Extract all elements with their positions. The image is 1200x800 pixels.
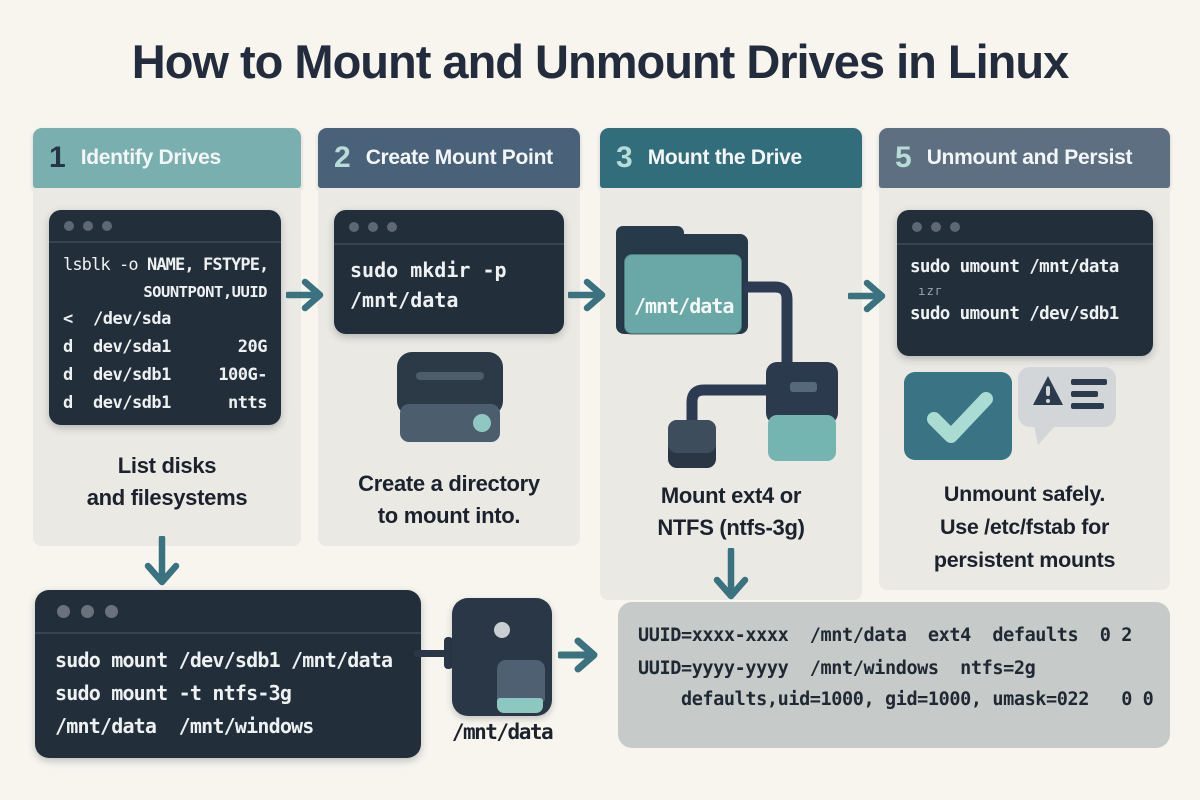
window-dot-icon xyxy=(83,220,93,231)
lsblk-command-cont: SOUNTPONT,UUID xyxy=(143,283,267,301)
terminal-titlebar xyxy=(897,210,1153,245)
mount-command: sudo mount -t ntfs-3g xyxy=(55,681,292,705)
window-dot-icon xyxy=(105,604,118,618)
usb-device-icon xyxy=(452,598,552,716)
usb-plug-icon xyxy=(497,660,545,702)
step-4-caption: Unmount safely. Use /etc/fstab for persi… xyxy=(933,482,1116,572)
terminal-window-step2: sudo mkdir -p /mnt/data xyxy=(334,210,564,334)
warning-bubble-icon xyxy=(1018,367,1116,445)
connector-plug xyxy=(444,637,453,669)
terminal-window-step4: sudo umount /mnt/data ızг sudo umount /d… xyxy=(897,210,1153,356)
fstab-entry: defaults,uid=1000, gid=1000, umask=022 0… xyxy=(638,689,1154,710)
step-2-header: 2 Create Mount Point xyxy=(318,128,580,188)
arrow-down-icon xyxy=(713,548,749,600)
step-4-header: 5 Unmount and Persist xyxy=(879,128,1170,188)
window-dot-icon xyxy=(368,221,378,232)
page-title: How to Mount and Unmount Drives in Linux xyxy=(131,35,1070,88)
terminal-titlebar xyxy=(334,210,564,245)
terminal-titlebar xyxy=(35,590,421,634)
usb-cable xyxy=(686,384,776,428)
step-2-number: 2 xyxy=(334,141,351,174)
step-1-heading: Identify Drives xyxy=(80,146,222,169)
step-3-number: 3 xyxy=(616,141,633,174)
step-3-caption: Mount ext4 or NTFS (ntfs-3g) xyxy=(657,483,805,540)
indicator-dot xyxy=(494,622,510,638)
step-1-caption: List disks and filesystems xyxy=(86,453,248,510)
fstab-entry: UUID=yyyy-yyyy /mnt/windows ntfs=2g xyxy=(638,658,1036,679)
usb-cable xyxy=(742,281,793,372)
step-2-heading: Create Mount Point xyxy=(365,146,553,169)
usb-plug-icon xyxy=(766,362,838,424)
terminal-window-mount-commands: sudo mount /dev/sdb1 /mnt/data sudo moun… xyxy=(35,590,421,758)
arrow-right-icon xyxy=(286,278,324,312)
terminal-titlebar xyxy=(49,210,281,243)
step-1-number: 1 xyxy=(49,141,66,174)
arrow-down-icon xyxy=(144,536,180,586)
fstab-config-box: UUID=xxxx-xxxx /mnt/data ext4 defaults 0… xyxy=(618,602,1170,748)
window-dot-icon xyxy=(387,221,397,232)
window-dot-icon xyxy=(349,221,359,232)
window-dot-icon xyxy=(81,604,94,618)
fstab-entry: UUID=xxxx-xxxx /mnt/data ext4 defaults 0… xyxy=(638,625,1132,646)
arrow-right-icon xyxy=(568,278,606,312)
checkmark-icon xyxy=(904,372,1012,460)
lsblk-output-row: </dev/sda xyxy=(63,309,171,329)
folder-usb-mount-illustration xyxy=(616,226,838,468)
window-dot-icon xyxy=(912,221,922,232)
step-2-caption: Create a directory to mount into. xyxy=(358,471,540,528)
window-dot-icon xyxy=(950,221,960,232)
umount-command: sudo umount /mnt/data xyxy=(910,257,1119,277)
step-1-header: 1 Identify Drives xyxy=(33,128,301,188)
arrow-right-icon xyxy=(848,279,886,313)
hard-drive-icon xyxy=(397,352,503,442)
connector-line xyxy=(414,650,456,657)
folder-front xyxy=(623,253,743,335)
window-dot-icon xyxy=(57,604,70,618)
mkdir-command: sudo mkdir -p xyxy=(350,258,507,282)
step-3-heading: Mount the Drive xyxy=(647,146,802,169)
umount-command: sudo umount /dev/sdb1 xyxy=(910,304,1119,324)
folder-label: /mnt/data xyxy=(634,294,734,318)
window-dot-icon xyxy=(64,220,74,231)
step-4-heading: Unmount and Persist xyxy=(926,146,1133,169)
mount-command: sudo mount /dev/sdb1 /mnt/data xyxy=(55,648,393,672)
window-dot-icon xyxy=(102,220,112,231)
arrow-right-icon xyxy=(558,637,598,673)
step-4-number: 5 xyxy=(895,141,912,174)
lsblk-command: lsblk -o NAME, FSTYPE, xyxy=(63,255,269,275)
usb-mount-label: /mnt/data xyxy=(451,720,554,744)
terminal-window-step1: lsblk -o NAME, FSTYPE, SOUNTPONT,UUID </… xyxy=(49,210,281,425)
step-3-header: 3 Mount the Drive xyxy=(600,128,862,188)
window-dot-icon xyxy=(931,221,941,232)
